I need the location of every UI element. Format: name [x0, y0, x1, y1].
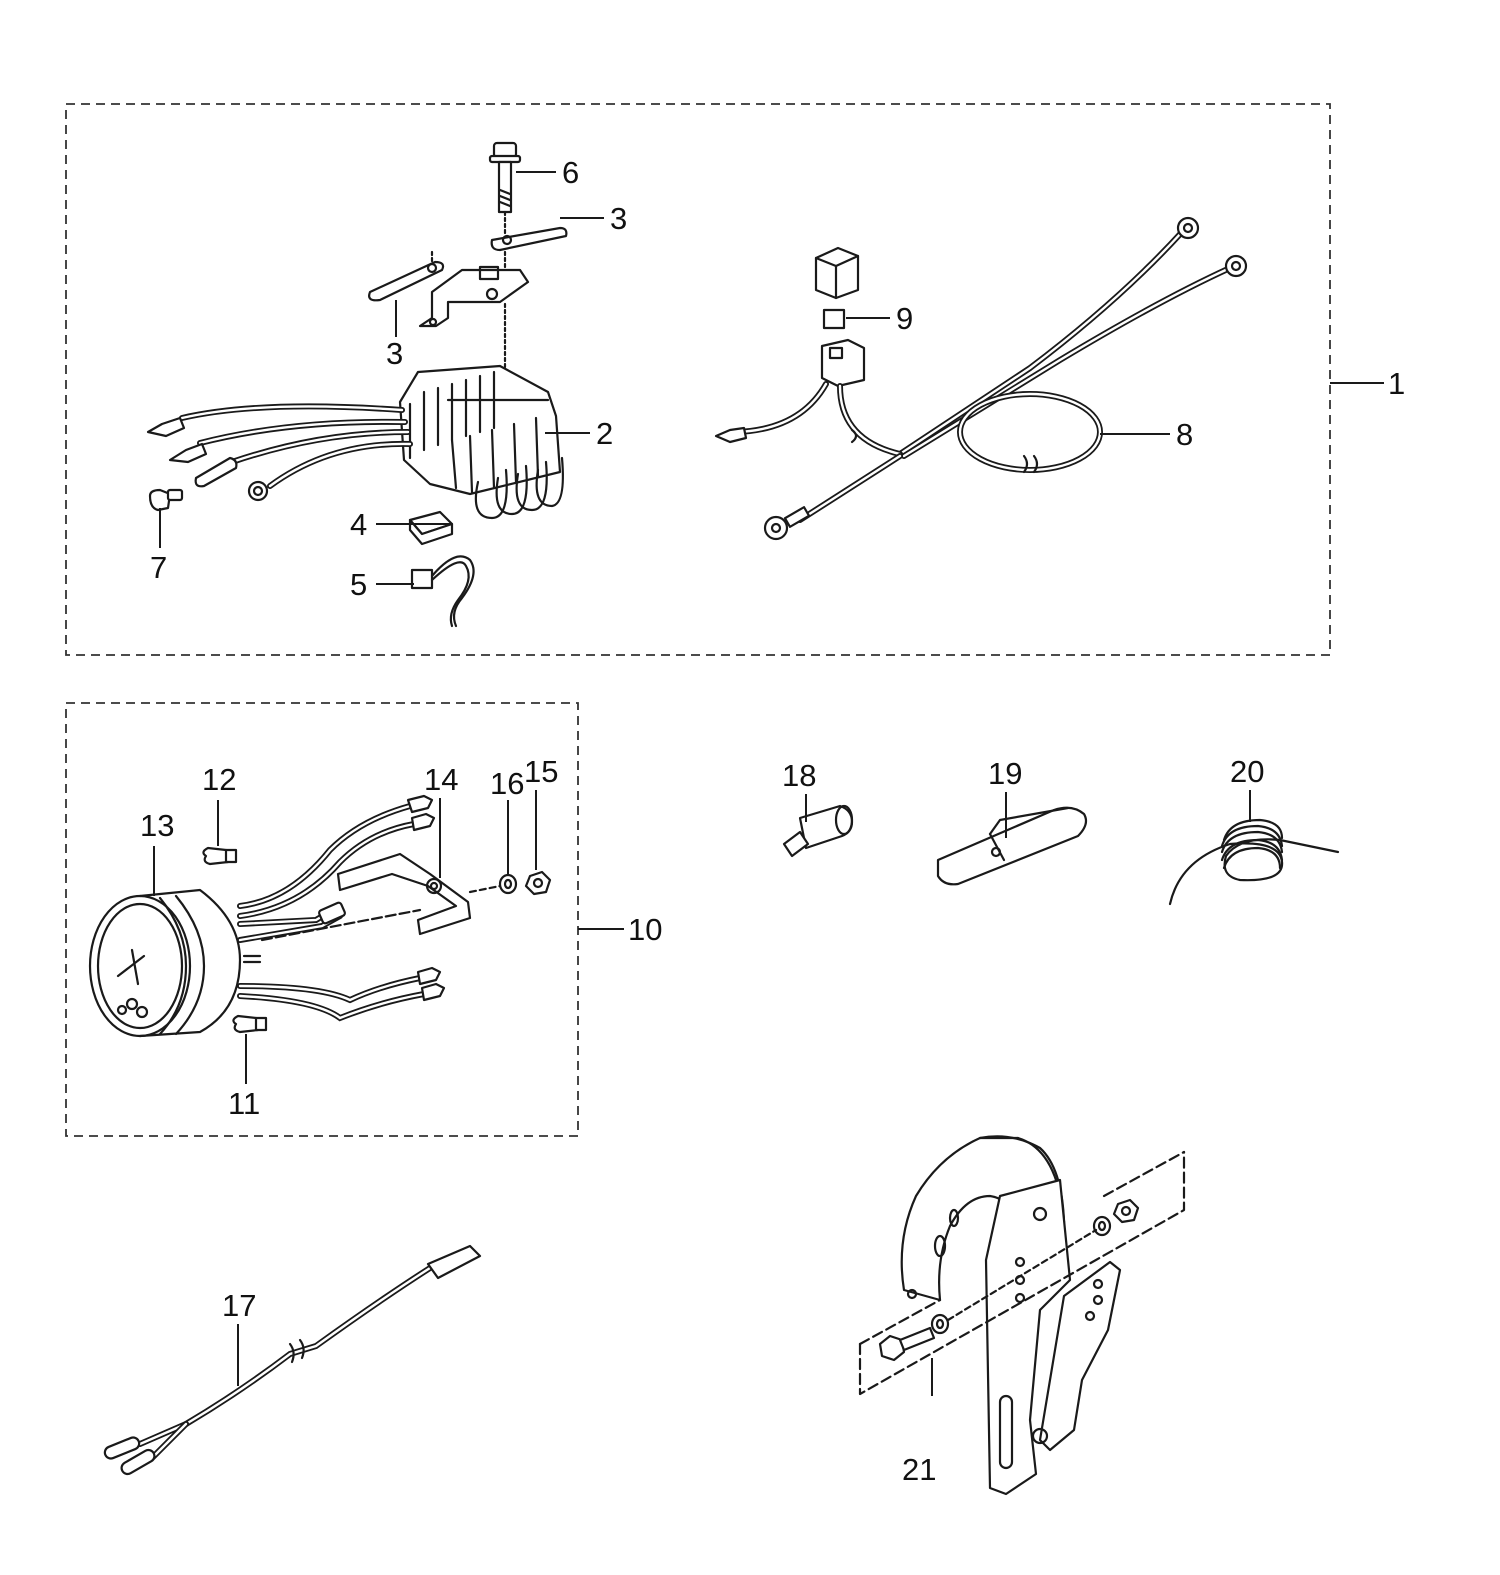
callout-12: 12: [202, 762, 236, 797]
regulator-bracket: [418, 250, 530, 328]
callout-15: 15: [524, 754, 558, 789]
callout-20: 20: [1230, 754, 1264, 789]
callout-10: 10: [628, 912, 662, 947]
callout-5: 5: [350, 567, 367, 602]
part-21-clamp-bracket: [858, 1135, 1186, 1496]
part-6-bolt: [488, 141, 522, 237]
callout-2: 2: [596, 416, 613, 451]
part-14-bracket: [336, 852, 472, 936]
part-3-plate-lower: [368, 250, 445, 302]
meter-wires: [237, 794, 446, 1022]
callout-9: 9: [896, 301, 913, 336]
part-7-cap: [148, 488, 184, 512]
part-12-bulb: [202, 846, 238, 866]
callout-labels: 1 2 3 3 4 5 6 7 8 9 10 11 12 13 14 15 16…: [140, 155, 1405, 1487]
callout-18: 18: [782, 758, 816, 793]
callout-21: 21: [902, 1452, 936, 1487]
callout-14: 14: [424, 762, 458, 797]
leader-lines: [153, 171, 1384, 1396]
regulator-wires: [146, 403, 413, 502]
part-9-relay: [814, 246, 866, 388]
callout-11: 11: [228, 1086, 260, 1121]
part-3-plate-upper: [490, 226, 568, 252]
part-18-fitting: [782, 804, 854, 858]
group-box-1: [65, 103, 1331, 656]
callout-7: 7: [150, 550, 167, 585]
group-box-10: [65, 702, 579, 1137]
part-2-regulator: [398, 302, 564, 520]
callout-3-upper: 3: [610, 201, 627, 236]
part-15-nut: [524, 870, 552, 896]
callout-13: 13: [140, 808, 174, 843]
part-16-washer: [498, 873, 518, 895]
part-11-bulb: [232, 1014, 268, 1034]
part-19-sleeve: [936, 806, 1088, 886]
part-17-cable: [103, 1244, 482, 1476]
part-13-meter: [88, 888, 242, 1038]
callout-19: 19: [988, 756, 1022, 791]
callout-6: 6: [562, 155, 579, 190]
part-8-harness: [714, 216, 1248, 541]
callout-1: 1: [1388, 366, 1405, 401]
callout-8: 8: [1176, 417, 1193, 452]
part-5-cable-tie: [410, 555, 475, 628]
part-20-spring: [1168, 818, 1340, 906]
callout-3-lower: 3: [386, 336, 403, 371]
callout-4: 4: [350, 507, 367, 542]
callout-17: 17: [222, 1288, 256, 1323]
callout-16: 16: [490, 766, 524, 801]
part-4-pad: [408, 510, 454, 546]
